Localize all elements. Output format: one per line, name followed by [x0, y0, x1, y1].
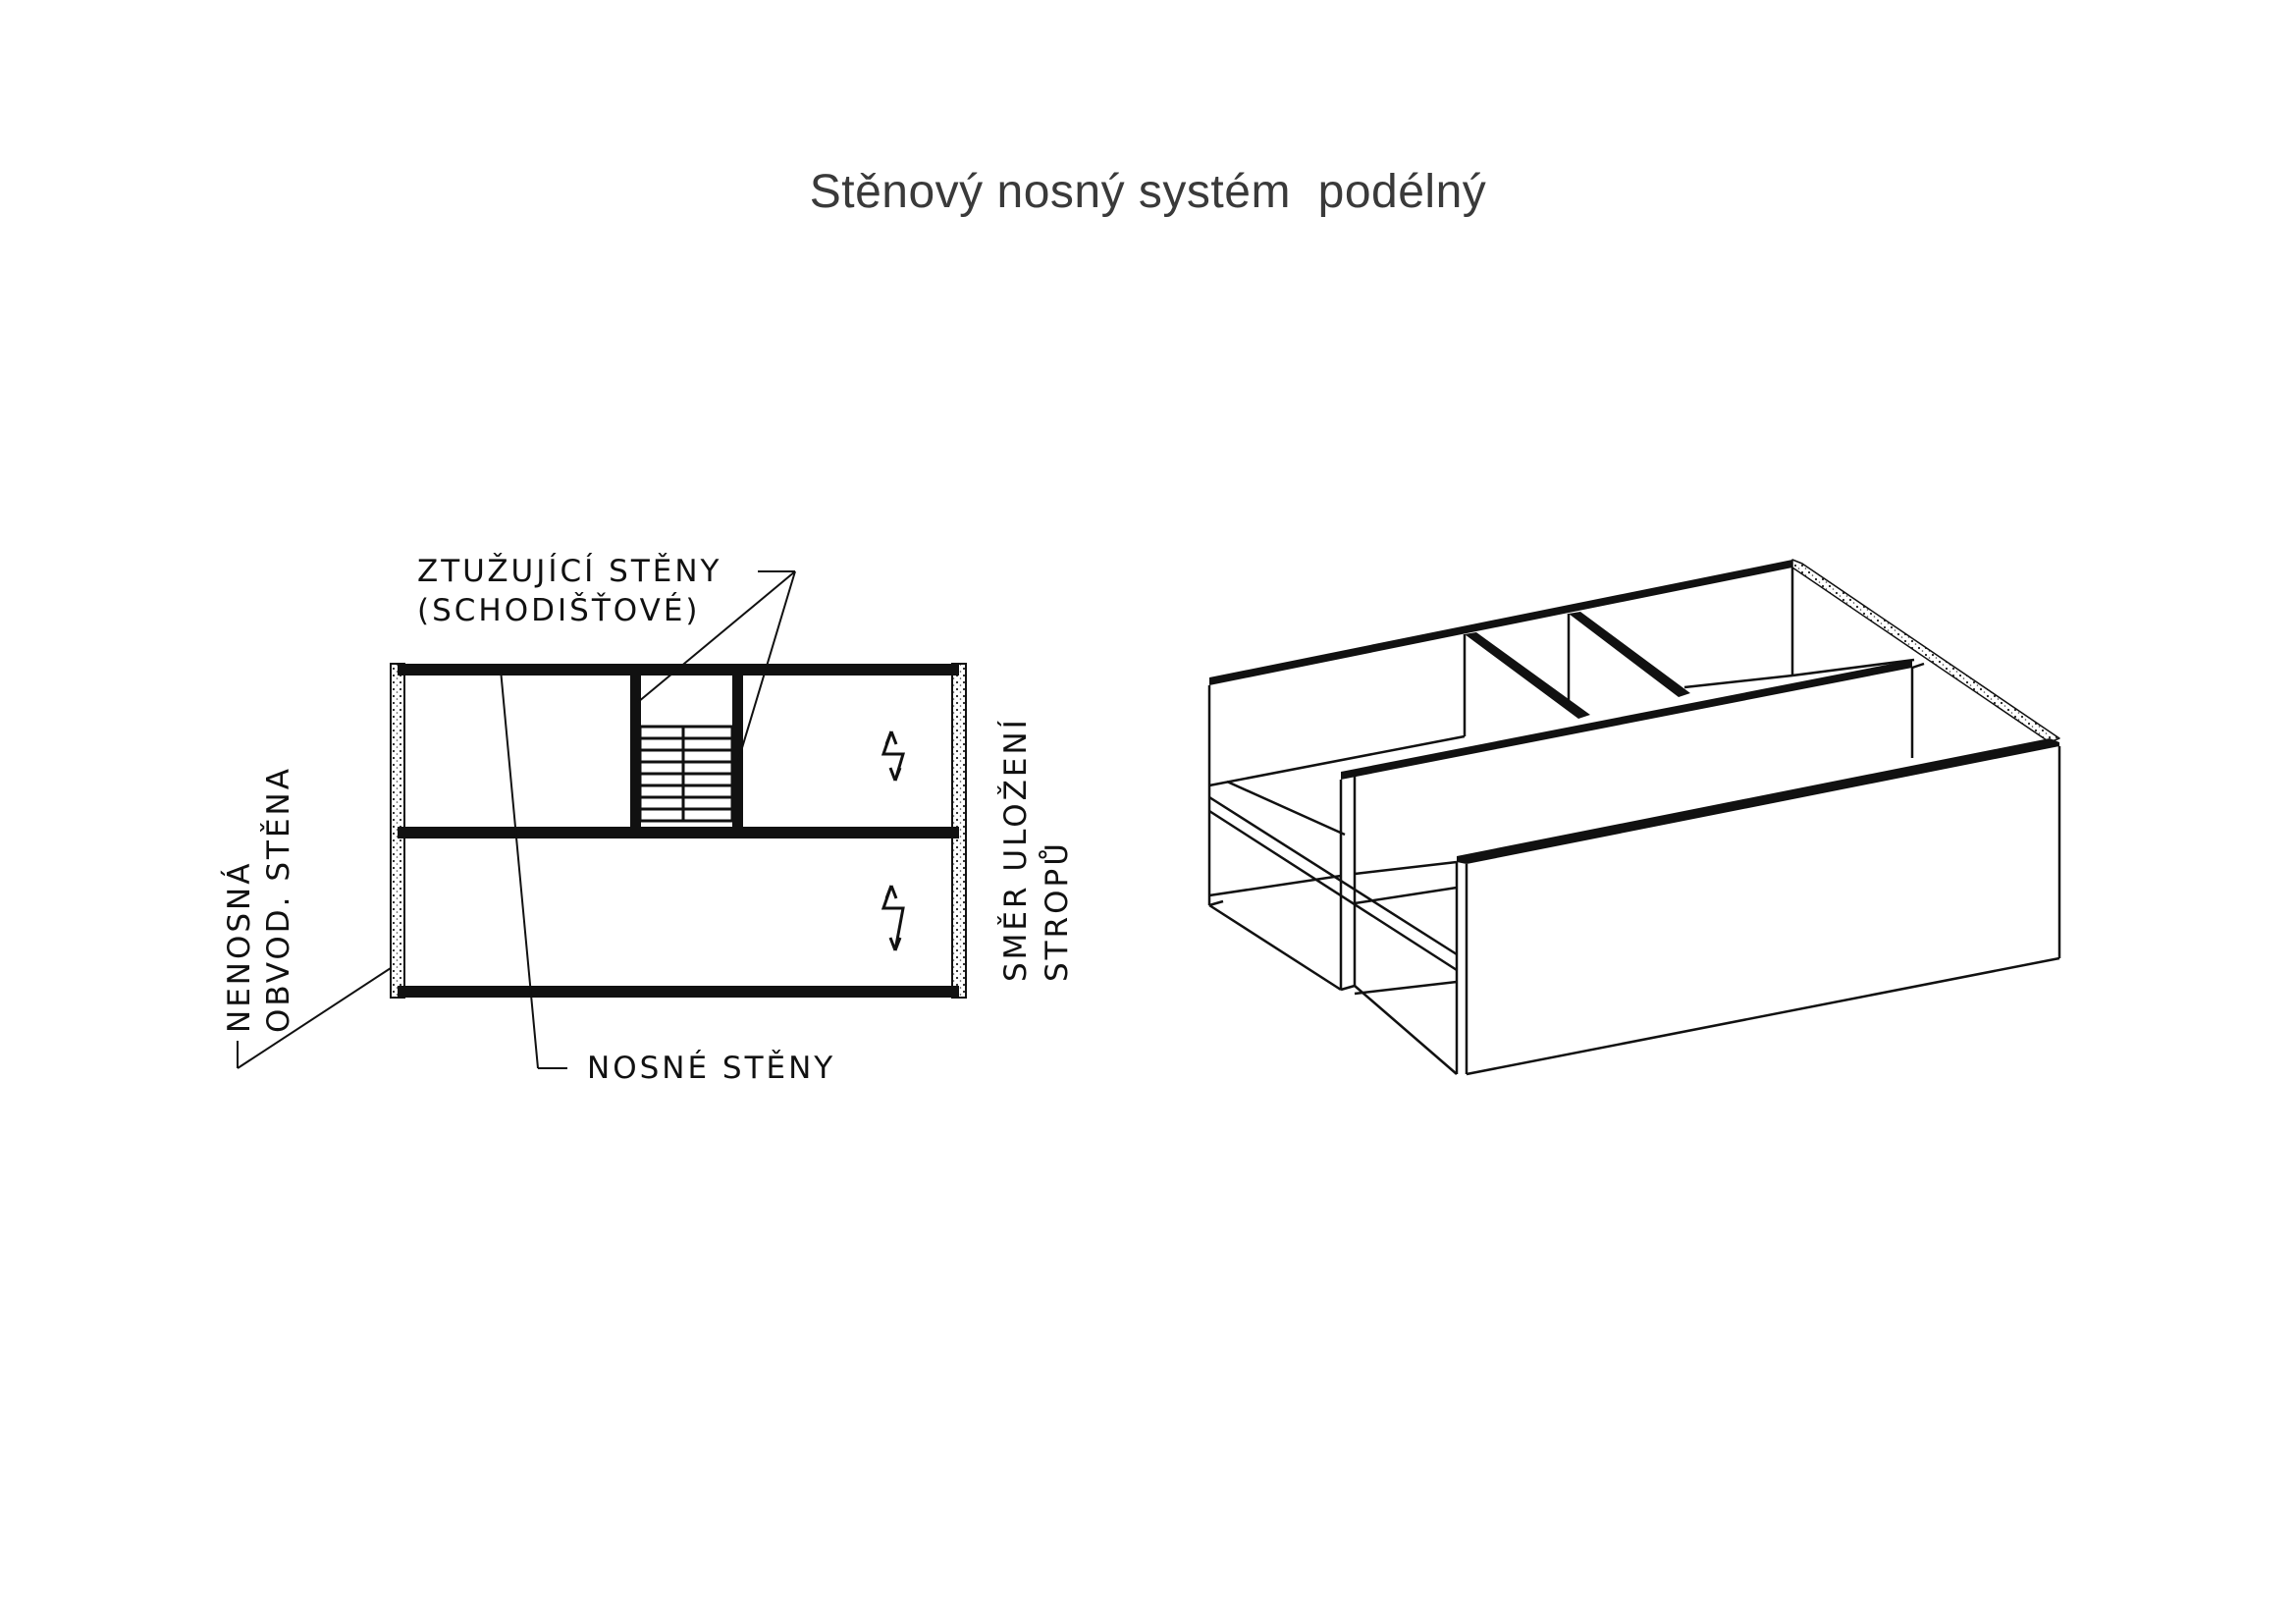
page-title: Stěnový nosný systém podélný — [809, 166, 1487, 218]
back-bearing-wall — [1209, 560, 1792, 685]
label-span-direction: SMĚR ULOŽENÍ — [998, 717, 1034, 982]
leader-lines — [237, 570, 796, 1069]
span-arrow-icon — [881, 885, 905, 951]
label-nonbearing-wall-sub: OBVOD. STĚNA — [261, 766, 296, 1033]
front-bearing-wall — [1457, 738, 2059, 864]
right-nonbearing-wall — [1791, 559, 2060, 743]
label-bearing-walls: NOSNÉ STĚNY — [587, 1051, 835, 1086]
label-span-direction-sub: STROPŮ — [1039, 840, 1075, 982]
bracing-wall-1 — [1465, 632, 1590, 719]
bracing-wall-2 — [1569, 612, 1690, 697]
bearing-wall-bottom — [398, 986, 959, 998]
bracing-wall-right — [732, 672, 743, 833]
bearing-wall-middle — [398, 827, 959, 838]
label-bracing-walls: ZTUŽUJÍCÍ STĚNY — [417, 554, 722, 589]
label-bracing-walls-sub: (SCHODIŠŤOVÉ) — [417, 592, 701, 628]
floor-plan: ZTUŽUJÍCÍ STĚNY (SCHODIŠŤOVÉ) NOSNÉ STĚN… — [222, 554, 1075, 1086]
span-arrow-icon — [881, 730, 906, 782]
staircase — [638, 725, 734, 823]
middle-bearing-wall — [1341, 660, 1912, 780]
axonometric-view — [1207, 559, 2061, 1076]
label-nonbearing-wall: NENOSNÁ — [222, 861, 257, 1033]
bracing-wall-left — [630, 672, 641, 833]
